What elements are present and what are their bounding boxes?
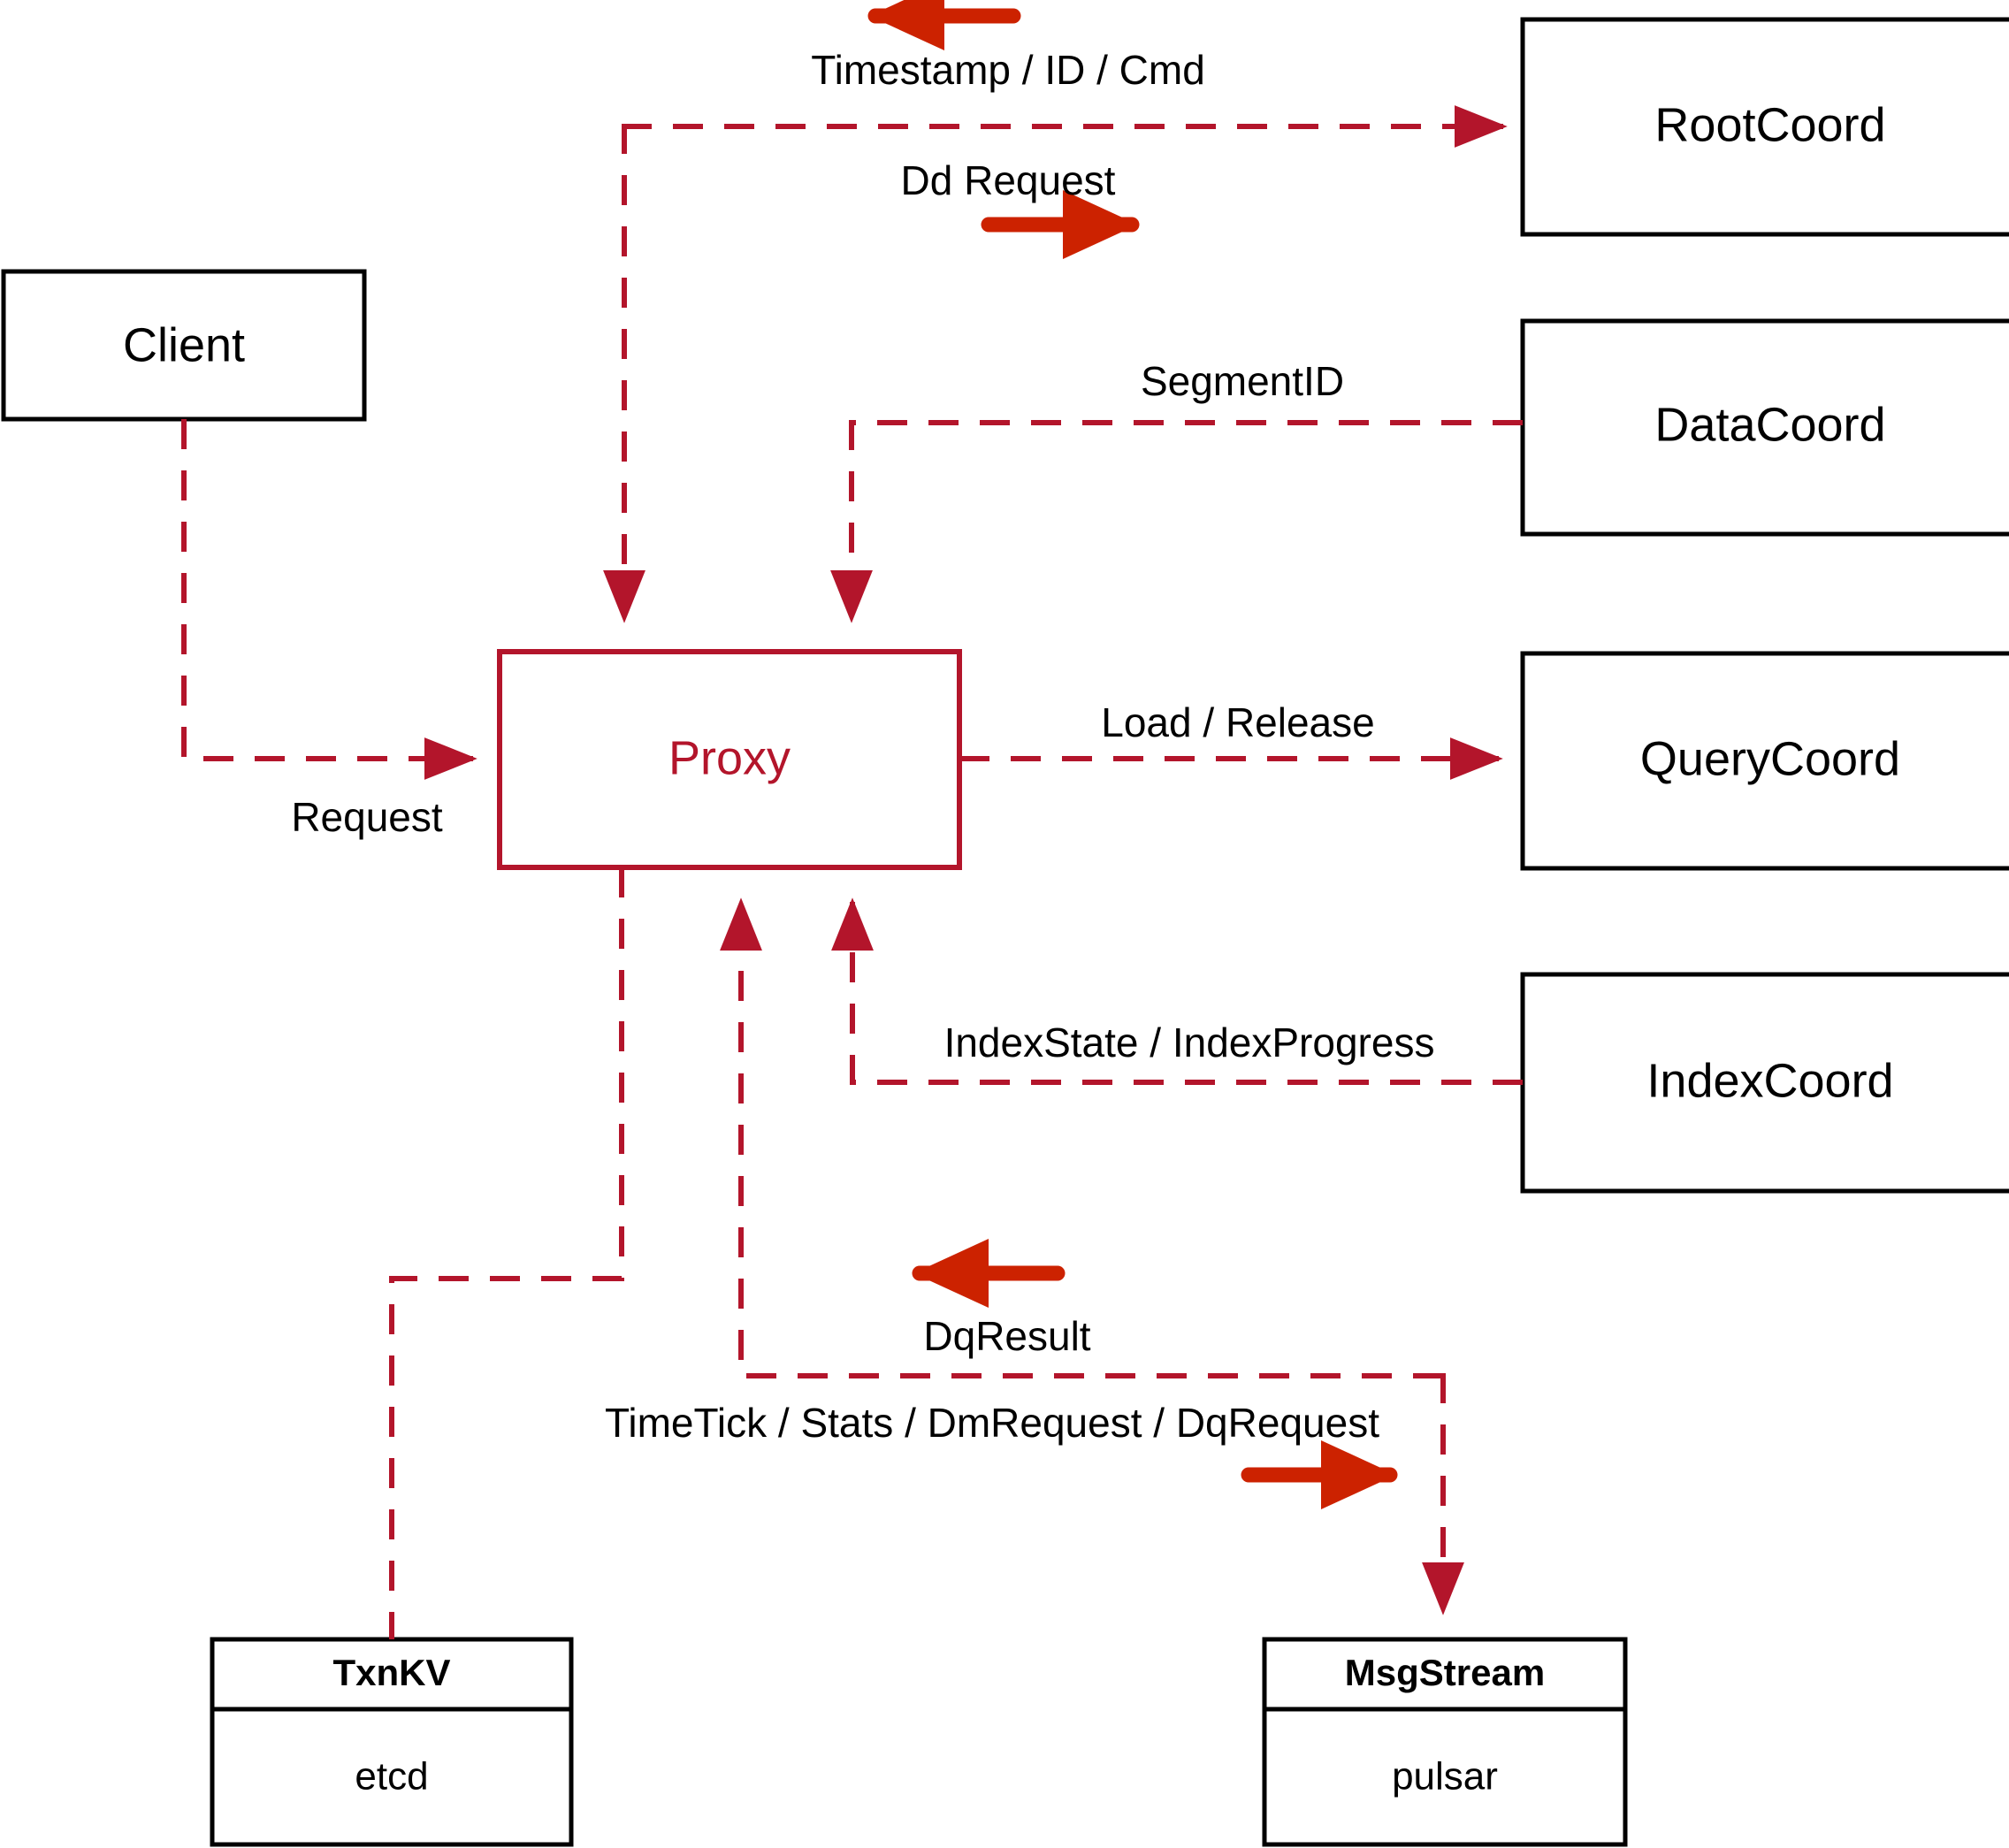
root-coord-box	[1520, 17, 2009, 237]
client-label: Client	[123, 318, 245, 371]
node-txn-kv[interactable]: TxnKV etcd	[210, 1637, 574, 1847]
edge-label-timetick-stats: TimeTick / Stats / DmRequest / DqRequest	[605, 1400, 1379, 1446]
node-root-coord[interactable]: RootCoord	[1520, 17, 2009, 237]
edge-msg-stream-to-proxy	[720, 897, 1443, 1378]
edge-label-request: Request	[291, 794, 443, 840]
client-box	[1, 269, 367, 422]
edge-label-segment-id: SegmentID	[1141, 358, 1344, 404]
msg-stream-label: MsgStream	[1345, 1652, 1545, 1693]
node-data-coord[interactable]: DataCoord	[1520, 318, 2009, 537]
msg-stream-sub-label: pulsar	[1392, 1755, 1498, 1798]
index-coord-box	[1520, 972, 2009, 1194]
node-query-coord[interactable]: QueryCoord	[1520, 651, 2009, 871]
edge-label-index-state-progress: IndexState / IndexProgress	[944, 1019, 1435, 1065]
query-coord-label: QueryCoord	[1640, 732, 1900, 785]
edge-proxy-to-txn-kv	[389, 867, 624, 1639]
node-proxy[interactable]: Proxy	[497, 649, 962, 870]
edge-label-timestamp-id-cmd: Timestamp / ID / Cmd	[811, 47, 1205, 93]
txn-kv-box	[210, 1637, 574, 1847]
node-client[interactable]: Client	[1, 269, 367, 422]
edge-label-load-release: Load / Release	[1101, 699, 1374, 745]
node-msg-stream[interactable]: MsgStream pulsar	[1262, 1637, 1628, 1847]
data-coord-box	[1520, 318, 2009, 537]
node-index-coord[interactable]: IndexCoord	[1520, 972, 2009, 1194]
msg-stream-box	[1262, 1637, 1628, 1847]
edge-client-to-proxy	[181, 419, 477, 780]
edge-label-dd-request: Dd Request	[901, 157, 1116, 203]
data-coord-label: DataCoord	[1654, 398, 1885, 451]
index-coord-label: IndexCoord	[1646, 1054, 1893, 1107]
proxy-label: Proxy	[668, 731, 791, 784]
root-coord-label: RootCoord	[1654, 98, 1885, 151]
edge-label-dq-result: DqResult	[923, 1313, 1090, 1359]
txn-kv-label: TxnKV	[332, 1652, 450, 1693]
txn-kv-sub-label: etcd	[355, 1755, 428, 1798]
proxy-box	[497, 649, 962, 870]
query-coord-box	[1520, 651, 2009, 871]
